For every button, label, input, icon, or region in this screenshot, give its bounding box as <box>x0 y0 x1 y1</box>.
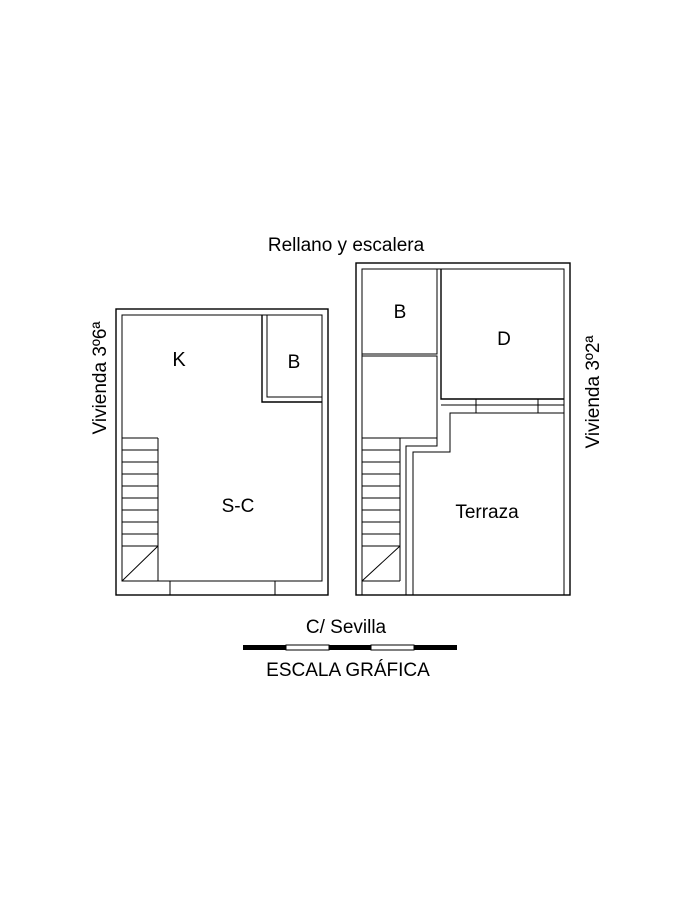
label-rellano: Rellano y escalera <box>268 235 425 256</box>
left-stair <box>121 437 159 582</box>
room-label-terraza: Terraza <box>455 502 519 523</box>
room-label-b-right: B <box>394 302 407 323</box>
label-vivienda-left: Vivienda 3º6ª <box>90 321 111 435</box>
right-unit: B D Terraza <box>355 262 571 596</box>
room-label-sc: S-C <box>222 496 255 517</box>
room-label-k: K <box>172 349 186 371</box>
label-vivienda-right: Vivienda 3º2ª <box>583 335 604 449</box>
room-label-b-left: B <box>288 352 301 373</box>
label-street: C/ Sevilla <box>306 617 387 638</box>
right-stair <box>361 437 401 582</box>
left-unit: K B S-C <box>115 308 329 596</box>
label-scale: ESCALA GRÁFICA <box>266 660 430 681</box>
scale-bar <box>243 644 457 651</box>
room-label-d: D <box>497 329 511 350</box>
